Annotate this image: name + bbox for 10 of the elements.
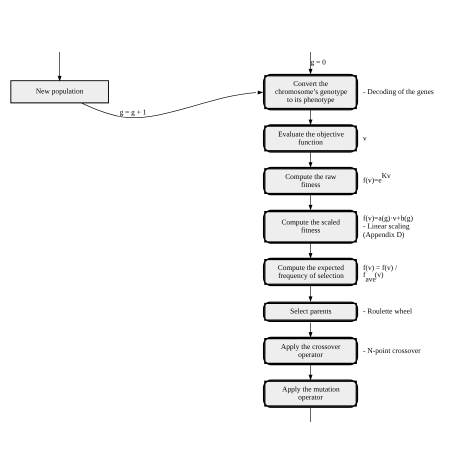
arrow	[308, 152, 312, 168]
arrow	[308, 364, 312, 380]
arrow	[58, 52, 62, 82]
arrow	[308, 110, 312, 126]
arrow	[308, 194, 312, 210]
connector	[310, 408, 311, 422]
arrow	[308, 322, 312, 338]
arrow	[81, 90, 264, 118]
arrow	[308, 243, 312, 259]
arrow	[308, 286, 312, 302]
